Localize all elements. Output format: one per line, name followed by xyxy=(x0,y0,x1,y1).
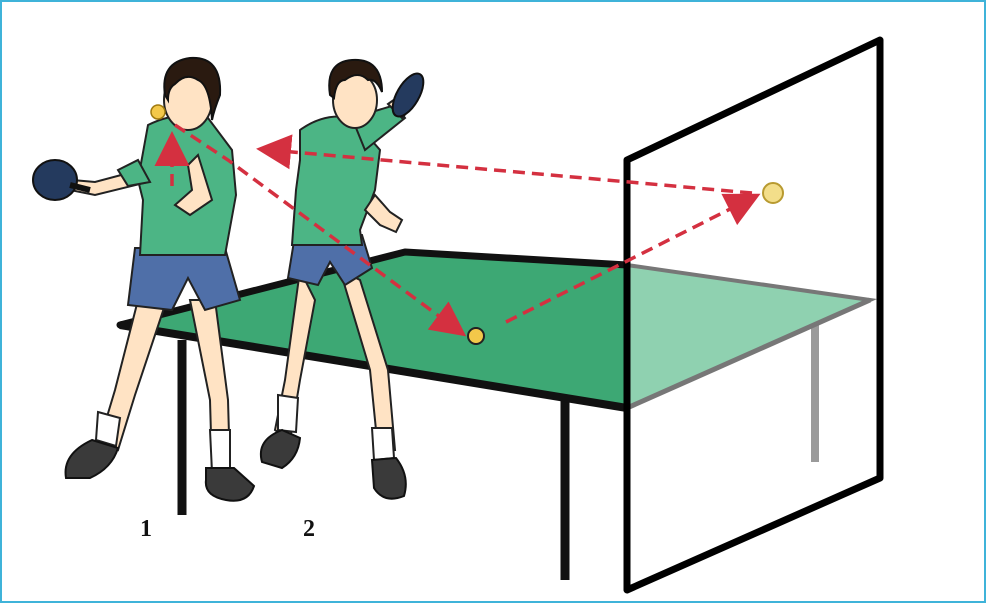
player-1-label: 1 xyxy=(140,516,152,543)
paddle-icon-player-1 xyxy=(33,160,77,200)
ball-icon-toss xyxy=(151,105,165,119)
player-2-label: 2 xyxy=(303,516,315,543)
ball-icon-table-bounce xyxy=(468,328,484,344)
table-top-far xyxy=(627,265,870,408)
ball-icon-board-bounce xyxy=(763,183,783,203)
paddle-icon-player-2 xyxy=(386,69,429,122)
player-1-figure xyxy=(33,58,254,501)
